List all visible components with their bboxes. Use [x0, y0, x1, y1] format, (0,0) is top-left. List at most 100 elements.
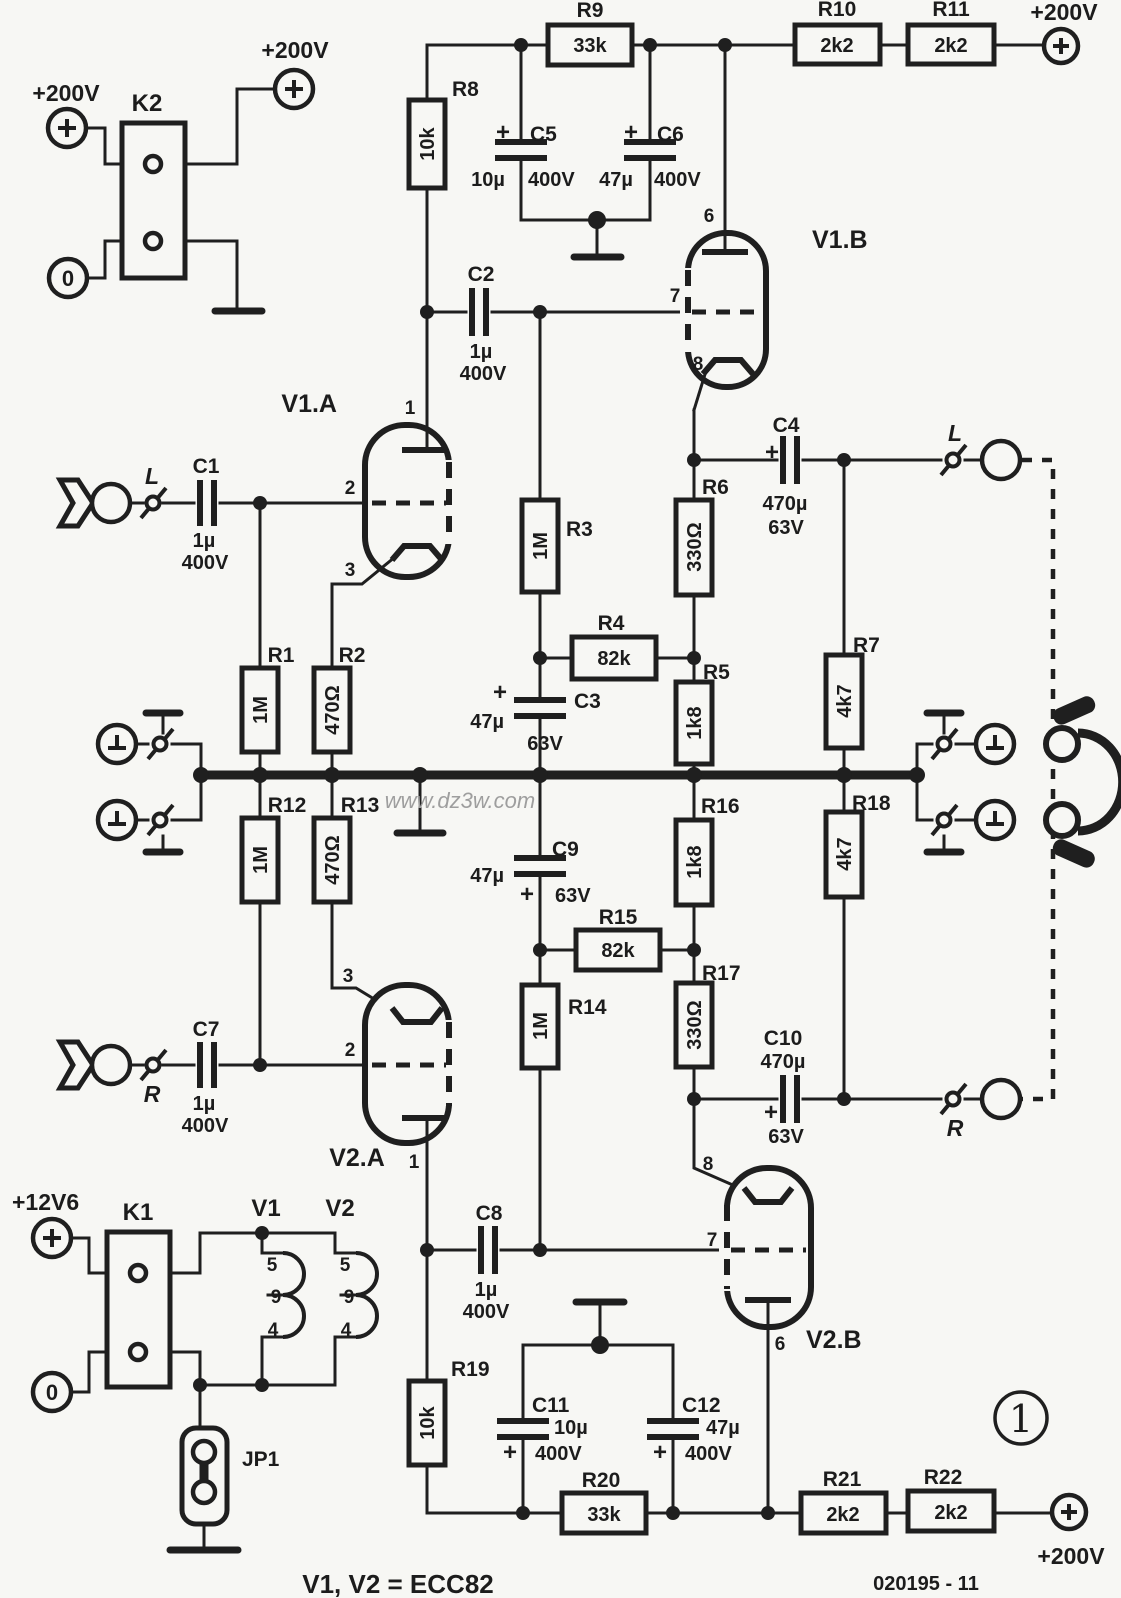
resistor-value: 4k7 — [834, 837, 856, 870]
capacitor-voltage: 400V — [182, 552, 229, 574]
pin-number: 8 — [703, 1154, 714, 1175]
resistor-r14: 1M R14 — [519, 982, 607, 1071]
polarity-plus: + — [764, 1099, 778, 1126]
resistor-ref: R4 — [598, 612, 625, 635]
resistor-ref: R13 — [341, 794, 380, 817]
input-label-l: L — [145, 463, 159, 489]
capacitor-voltage: 63V — [768, 1126, 804, 1148]
capacitor-value: 1µ — [470, 341, 493, 363]
pin-number: 9 — [271, 1287, 282, 1308]
capacitor-ref: C6 — [657, 123, 684, 146]
capacitor-value: 10µ — [554, 1417, 588, 1439]
connector-label: K2 — [132, 90, 163, 117]
resistor-ref: R22 — [924, 1466, 963, 1489]
resistor-value: 82k — [597, 648, 631, 670]
headphones-icon — [1043, 696, 1121, 868]
polarity-plus: + — [765, 439, 779, 466]
resistor-value: 4k7 — [834, 684, 856, 717]
figure-number-badge: 1 — [993, 1390, 1049, 1446]
resistor-ref: R20 — [582, 1469, 621, 1492]
input-arrow-icon — [55, 477, 96, 529]
resistor-value: 330Ω — [684, 522, 706, 571]
resistor-ref: R8 — [452, 78, 479, 101]
jumper-pin — [190, 1478, 218, 1506]
resistor-value: 1M — [250, 696, 272, 724]
zero-terminal-top: 0 — [46, 256, 90, 300]
zero-terminal-bottom: 0 — [30, 1370, 74, 1414]
resistor-value: 470Ω — [322, 685, 344, 734]
zero-terminal-icon — [30, 1370, 74, 1414]
pin-number: 5 — [340, 1255, 351, 1276]
resistor-value: 470Ω — [322, 835, 344, 884]
jumper-jp1: JP1 — [179, 1425, 280, 1527]
resistor-r5: 1k8 R5 — [673, 661, 730, 767]
resistor-r7: 4k7 R7 — [823, 634, 880, 751]
chassis-terminal-icon — [95, 798, 139, 842]
resistor-r1: 1M R1 — [239, 644, 295, 755]
ground-icon — [923, 834, 965, 856]
resistor-ref: R3 — [566, 518, 593, 541]
connector-pin — [142, 153, 164, 175]
connector-k1: K1 — [104, 1199, 173, 1390]
capacitor-value: 1µ — [193, 1093, 216, 1115]
resistor-value: 10k — [417, 126, 439, 160]
zero-terminal-icon — [46, 256, 90, 300]
pin-number: 1 — [405, 398, 416, 419]
resistor-r17: 330Ω R17 — [673, 962, 741, 1070]
chassis-terminal-icon — [973, 798, 1017, 842]
tube-v1a: 1 2 3 V1.A — [281, 390, 457, 586]
resistor-ref: R16 — [701, 795, 740, 818]
switch-icon — [139, 1048, 168, 1082]
capacitor-c2: C2 1µ 400V — [460, 263, 507, 385]
capacitor-value: 47µ — [470, 865, 504, 887]
resistor-r22: 2k2 R22 — [905, 1466, 997, 1534]
tube-label: V1.A — [281, 390, 337, 418]
zero-label: 0 — [46, 1380, 58, 1405]
capacitor-value: 47µ — [470, 711, 504, 733]
capacitor-c6: + C6 47µ 400V — [599, 119, 701, 191]
resistor-r11: 2k2 R11 — [905, 0, 997, 67]
capacitor-value: 1µ — [193, 530, 216, 552]
power-terminal-200v-top-right: +200V — [1030, 0, 1098, 66]
resistor-ref: R21 — [823, 1468, 862, 1491]
heater-label: V1 — [251, 1195, 280, 1222]
input-jack-icon — [89, 481, 133, 525]
polarity-plus: + — [493, 679, 507, 706]
capacitor-voltage: 400V — [182, 1115, 229, 1137]
ground-icons — [142, 253, 965, 1554]
tube-label: V1.B — [812, 226, 868, 254]
chassis-terminal-icon — [973, 722, 1017, 766]
resistor-r4: 82k R4 — [569, 612, 659, 682]
output-label-l: L — [948, 420, 962, 446]
capacitor-value: 47µ — [599, 169, 633, 191]
pin-number: 7 — [707, 1230, 718, 1251]
output-right-channel: R — [939, 1077, 1023, 1141]
resistor-value: 82k — [601, 940, 635, 962]
resistor-ref: R2 — [339, 644, 366, 667]
ground-icon — [923, 709, 965, 735]
junction-dots — [193, 38, 925, 1520]
capacitor-ref: C9 — [552, 838, 579, 861]
resistor-value: 330Ω — [684, 1000, 706, 1049]
switch-icon — [939, 443, 968, 477]
pin-number: 8 — [693, 354, 704, 375]
resistor-r2: 470Ω R2 — [311, 644, 366, 755]
power-label: +200V — [1030, 0, 1098, 25]
capacitor-voltage: 400V — [460, 363, 507, 385]
connector-pin — [127, 1262, 149, 1284]
power-label: +200V — [1037, 1543, 1105, 1569]
heater-label: V2 — [325, 1195, 354, 1222]
power-label: +12V6 — [12, 1189, 79, 1215]
capacitor-value: 470µ — [763, 493, 808, 515]
capacitor-voltage: 400V — [654, 169, 701, 191]
power-terminal-200v-bottom-right: +200V — [1037, 1492, 1105, 1569]
resistor-r8: 10k R8 — [406, 78, 479, 191]
input-jack-icon — [89, 1043, 133, 1087]
resistor-r15: 82k R15 — [573, 906, 663, 973]
polarity-plus: + — [496, 119, 510, 146]
resistor-ref: R11 — [932, 0, 970, 21]
input-arrow-icon — [55, 1039, 96, 1091]
pin-number: 9 — [344, 1287, 355, 1308]
power-terminal-12v6: +12V6 — [12, 1189, 79, 1260]
